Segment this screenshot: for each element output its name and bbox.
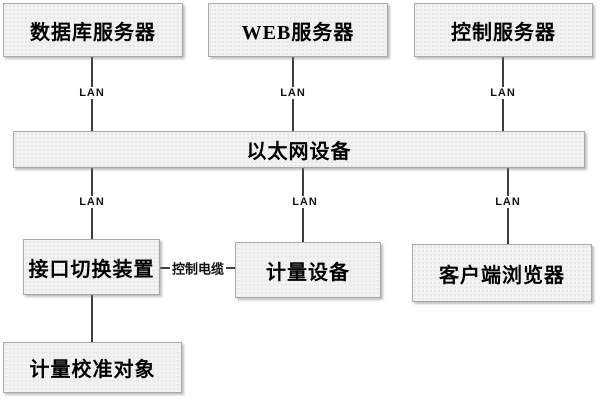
node-metering-device: 计量设备 bbox=[235, 242, 381, 298]
node-database-server-label: 数据库服务器 bbox=[30, 21, 156, 44]
node-client-browser: 客户端浏览器 bbox=[412, 244, 592, 302]
node-web-server-label: WEB服务器 bbox=[241, 21, 355, 44]
control-cable-label: 控制电缆 bbox=[169, 258, 227, 278]
node-interface-switch-label: 接口切换装置 bbox=[28, 258, 155, 281]
node-database-server: 数据库服务器 bbox=[3, 3, 183, 57]
node-ethernet-device: 以太网设备 bbox=[13, 131, 585, 168]
lan-label: LAN bbox=[493, 196, 523, 208]
node-client-browser-label: 客户端浏览器 bbox=[439, 264, 565, 287]
node-calibration-object: 计量校准对象 bbox=[3, 342, 182, 393]
node-ethernet-device-label: 以太网设备 bbox=[246, 141, 352, 163]
lan-label: LAN bbox=[278, 87, 308, 99]
lan-label: LAN bbox=[77, 87, 107, 99]
node-interface-switch: 接口切换装置 bbox=[23, 239, 160, 295]
node-calibration-object-label: 计量校准对象 bbox=[29, 359, 156, 381]
node-control-server-label: 控制服务器 bbox=[451, 21, 556, 44]
edge-switch-to-calibration bbox=[91, 295, 93, 342]
node-metering-device-label: 计量设备 bbox=[266, 261, 350, 284]
lan-label: LAN bbox=[488, 87, 518, 99]
node-control-server: 控制服务器 bbox=[414, 3, 593, 57]
node-web-server: WEB服务器 bbox=[208, 3, 388, 57]
lan-label: LAN bbox=[77, 196, 107, 208]
lan-label: LAN bbox=[290, 196, 320, 208]
